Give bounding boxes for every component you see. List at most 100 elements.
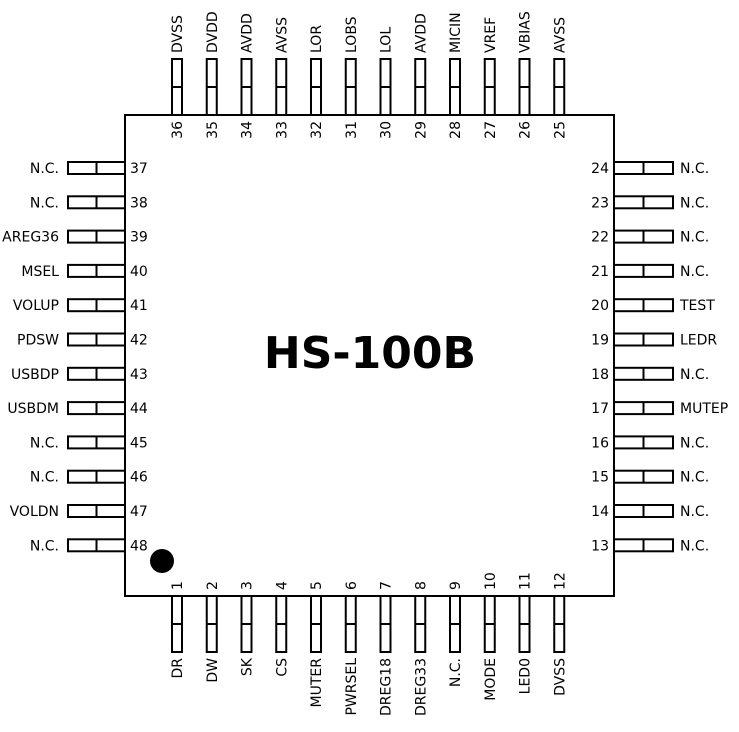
pin-40-number: 40 [130, 264, 148, 280]
pin-29-label: AVDD [413, 13, 429, 53]
pin-4-label: CS [274, 658, 290, 677]
pin-21-label: N.C. [680, 264, 709, 280]
pin-35 [205, 58, 218, 116]
pin-37-number: 37 [130, 161, 148, 177]
pin-25-label: AVSS [552, 17, 568, 53]
pin-9 [449, 595, 461, 653]
pin-22-label: N.C. [680, 230, 709, 246]
pin-4-number: 4 [274, 581, 290, 590]
pin-27-label: VREF [483, 17, 499, 53]
pin-42-number: 42 [130, 333, 148, 349]
pin-10-label: MODE [483, 658, 499, 701]
pin-7-label: DREG18 [379, 658, 395, 716]
pin-36-label: DVSS [170, 15, 186, 53]
pin-3 [240, 595, 253, 653]
labels-layer: 1DR2DW3SK4CS5MUTER6PWRSEL7DREG188DREG339… [2, 11, 728, 716]
pin-46-label: N.C. [30, 470, 59, 486]
pin-39 [67, 229, 126, 244]
pin-48-number: 48 [130, 538, 148, 554]
pin-19-number: 19 [591, 333, 609, 349]
pin-11 [518, 595, 531, 653]
pin-12-number: 12 [552, 572, 568, 590]
pin-34 [240, 58, 253, 116]
pin-13-label: N.C. [680, 538, 709, 554]
pin-45-label: N.C. [30, 435, 59, 451]
pin-6-number: 6 [344, 581, 360, 590]
pin-9-number: 9 [448, 581, 464, 590]
pin-12-label: DVSS [552, 658, 568, 696]
pin-5-label: MUTER [309, 658, 325, 708]
pin-46-number: 46 [130, 470, 148, 486]
pin-17 [613, 401, 674, 416]
pin-20 [613, 298, 674, 313]
pin-34-label: AVDD [240, 13, 256, 53]
pin-3-number: 3 [240, 581, 256, 590]
chip-body [124, 114, 615, 597]
pin-3-label: SK [240, 657, 256, 676]
pin-30 [379, 58, 392, 116]
pin-23-number: 23 [591, 195, 609, 211]
pin-41 [67, 298, 126, 313]
pin-36 [171, 58, 183, 116]
pin-5-number: 5 [309, 581, 325, 590]
pin-27-number: 27 [483, 121, 499, 139]
pin-44-number: 44 [130, 401, 148, 417]
pin-18 [613, 366, 674, 381]
pin-21-number: 21 [591, 264, 609, 280]
pin-12 [553, 595, 566, 653]
pin-33-number: 33 [274, 121, 290, 139]
pin-38-number: 38 [130, 195, 148, 211]
pin-40 [67, 263, 126, 278]
chip-name: HS-100B [264, 328, 476, 379]
pin-18-label: N.C. [680, 367, 709, 383]
pin-20-number: 20 [591, 298, 609, 314]
pin-33-label: AVSS [274, 17, 290, 53]
pin-8 [414, 595, 427, 653]
pin-35-number: 35 [205, 121, 221, 139]
pin-25-number: 25 [552, 121, 568, 139]
pin-27 [483, 58, 496, 116]
pin-24-number: 24 [591, 161, 609, 177]
pin-32-number: 32 [309, 121, 325, 139]
pin-43-label: USBDP [11, 367, 59, 383]
pin-39-label: AREG36 [2, 230, 59, 246]
pin-15-number: 15 [591, 470, 609, 486]
pin-2-label: DW [205, 658, 221, 683]
pin-31 [344, 58, 357, 116]
pin-16 [613, 435, 674, 450]
pins-layer [67, 58, 674, 653]
pin-10-number: 10 [483, 572, 499, 590]
pin-7-number: 7 [379, 581, 395, 590]
pin-32-label: LOR [309, 25, 325, 53]
pin-44 [67, 401, 126, 416]
pin-37 [67, 161, 126, 175]
pin-19 [613, 332, 674, 347]
pin-16-label: N.C. [680, 435, 709, 451]
pin-45 [67, 435, 126, 450]
pin-21 [613, 263, 674, 278]
pin-34-number: 34 [240, 121, 256, 139]
pin-15 [613, 469, 674, 484]
pin-29-number: 29 [413, 121, 429, 139]
pin-38 [67, 195, 126, 210]
pin-32 [310, 58, 322, 116]
pin-37-label: N.C. [30, 161, 59, 177]
pin-2 [205, 595, 218, 653]
pin-29 [414, 58, 427, 116]
pin-44-label: USBDM [7, 401, 59, 417]
pin-48-label: N.C. [30, 538, 59, 554]
pin-46 [67, 469, 126, 484]
pin-36-number: 36 [170, 121, 186, 139]
pin-11-number: 11 [518, 572, 534, 590]
pin-47-label: VOLDN [10, 504, 59, 520]
pin-9-label: N.C. [448, 658, 464, 687]
pin-28-label: MICIN [448, 12, 464, 53]
pin-17-number: 17 [591, 401, 609, 417]
pin-41-label: VOLUP [13, 298, 59, 314]
pin-26-number: 26 [518, 121, 534, 139]
pin-14-number: 14 [591, 504, 609, 520]
pin-25 [553, 58, 566, 116]
pin-31-label: LOBS [344, 16, 360, 53]
pin-20-label: TEST [679, 298, 715, 314]
